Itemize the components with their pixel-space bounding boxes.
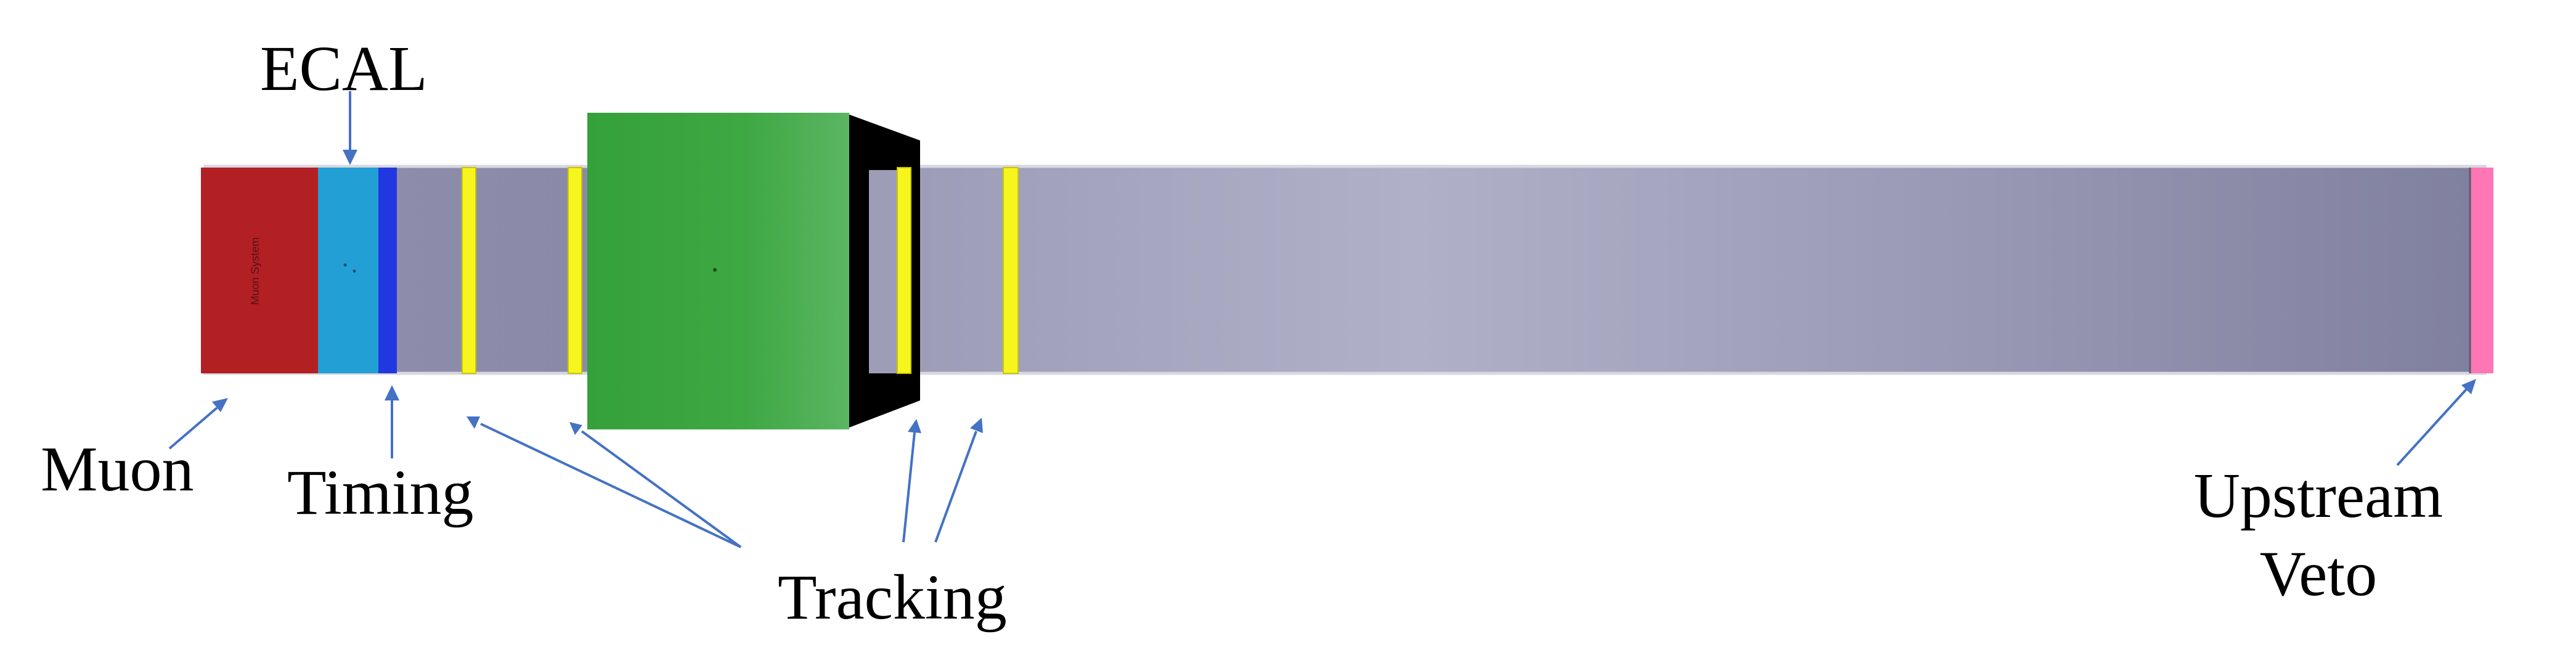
tracking-arrows bbox=[467, 416, 983, 548]
ecal-arrow bbox=[343, 91, 357, 165]
magnet-inner-gap bbox=[869, 170, 897, 373]
muon-label: Muon bbox=[41, 434, 194, 505]
tracking-label: Tracking bbox=[778, 562, 1007, 633]
muon-system-block-text: Muon System bbox=[249, 237, 261, 305]
upstream-veto-label-line2: Veto bbox=[2259, 538, 2378, 609]
tracking-plane-3 bbox=[897, 167, 911, 374]
magnet-marker bbox=[713, 268, 717, 272]
ecal-marker bbox=[343, 263, 347, 267]
upstream-veto-block bbox=[2470, 168, 2493, 373]
tracking-plane-4 bbox=[1003, 167, 1019, 374]
timing-layer bbox=[378, 168, 397, 373]
ecal-label: ECAL bbox=[260, 33, 428, 104]
upstream-veto-arrow bbox=[2396, 379, 2476, 466]
tracking-plane-2 bbox=[568, 167, 582, 374]
tracking-plane-1 bbox=[462, 167, 476, 374]
ecal-marker bbox=[353, 269, 356, 273]
muon-arrow bbox=[168, 398, 228, 450]
muon-system-block bbox=[201, 168, 318, 373]
upstream-veto-label: Upstream Veto bbox=[2189, 457, 2448, 614]
pipe-right-section bbox=[844, 166, 2471, 373]
pipe-left-section bbox=[394, 166, 592, 373]
ecal-block bbox=[318, 168, 378, 373]
upstream-veto-label-line1: Upstream bbox=[2193, 460, 2444, 531]
timing-label: Timing bbox=[287, 457, 474, 528]
timing-arrow bbox=[385, 385, 399, 458]
magnet-block bbox=[587, 113, 849, 429]
